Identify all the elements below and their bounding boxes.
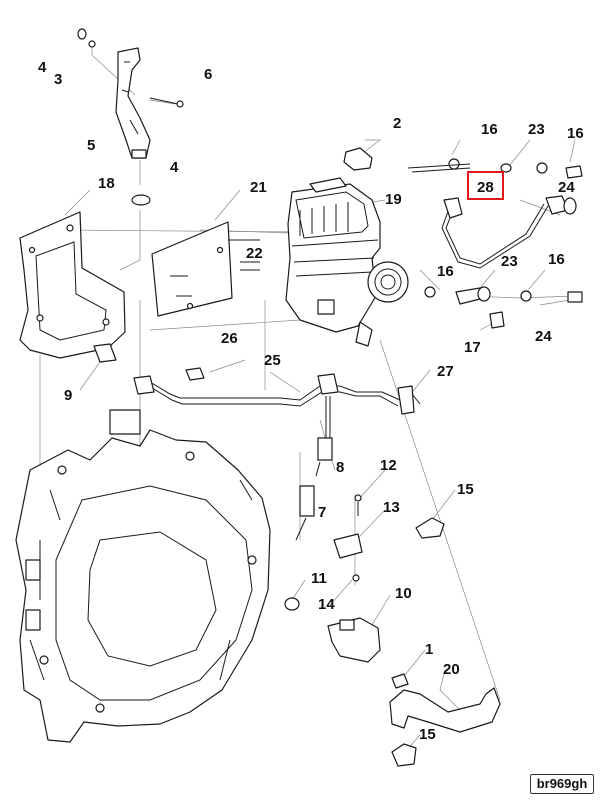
mounting-plate-part <box>151 221 260 317</box>
ref-number-15-b: 15 <box>419 726 436 743</box>
long-pipe-part <box>93 343 401 407</box>
ref-number-18: 18 <box>98 175 115 192</box>
ref-number-24-b: 24 <box>535 328 552 345</box>
ref-number-16-c: 16 <box>437 263 454 280</box>
ref-number-16-a: 16 <box>481 121 498 138</box>
ref-number-17: 17 <box>464 339 481 356</box>
ref-number-19: 19 <box>385 191 402 208</box>
ref-number-7: 7 <box>318 504 327 521</box>
ref-number-1: 1 <box>425 641 434 658</box>
ref-number-15-a: 15 <box>457 481 474 498</box>
ref-number-28: 28 <box>477 179 494 196</box>
ref-number-16-d: 16 <box>548 251 565 268</box>
o-ring-part <box>131 194 151 206</box>
ref-number-26: 26 <box>221 330 238 347</box>
ref-number-22: 22 <box>246 245 263 262</box>
bolt-part <box>391 673 409 689</box>
ref-number-13: 13 <box>383 499 400 516</box>
upper-fittings-part <box>448 158 583 179</box>
ref-number-8: 8 <box>336 459 345 476</box>
ref-number-12: 12 <box>380 457 397 474</box>
lower-fittings-part <box>424 286 583 329</box>
ref-number-11: 11 <box>311 570 327 587</box>
ref-number-6: 6 <box>204 66 213 83</box>
ref-number-23-b: 23 <box>501 253 518 270</box>
ref-number-10: 10 <box>395 585 412 602</box>
ref-number-21: 21 <box>250 179 267 196</box>
connector-part <box>343 147 373 171</box>
engine-housing-part <box>15 409 271 743</box>
fuel-pipe-upper-part <box>407 163 577 269</box>
ref-number-25: 25 <box>264 352 281 369</box>
ref-number-20: 20 <box>443 661 460 678</box>
ref-number-2: 2 <box>393 115 402 132</box>
washer-part <box>77 28 96 48</box>
o-ring-lower-part <box>284 597 300 611</box>
pump-assembly-part <box>285 177 409 347</box>
sensor-part <box>333 494 363 582</box>
hose-clamp-lower-part <box>391 743 417 767</box>
ref-number-27: 27 <box>437 363 454 380</box>
hose-clamp-upper-part <box>415 517 445 539</box>
sensor-pipe-part <box>295 396 333 541</box>
highlight-box-ref-28 <box>467 171 504 200</box>
ref-number-4: 4 <box>38 59 47 76</box>
lower-sensor-body-part <box>327 617 381 663</box>
hose-part <box>389 687 501 733</box>
ref-number-9: 9 <box>64 387 73 404</box>
drawing-code-label: br969gh <box>530 774 594 794</box>
bracket-arm-part <box>115 47 184 159</box>
ref-number-5: 5 <box>87 137 96 154</box>
ref-number-23-a: 23 <box>528 121 545 138</box>
ref-number-14: 14 <box>318 596 335 613</box>
ref-number-4-lower: 4 <box>170 159 179 176</box>
ref-number-24-a: 24 <box>558 179 575 196</box>
mounting-bracket-part <box>19 211 126 359</box>
ref-number-3: 3 <box>54 71 63 88</box>
tee-connector-part <box>397 385 421 415</box>
ref-number-16-b: 16 <box>567 125 584 142</box>
